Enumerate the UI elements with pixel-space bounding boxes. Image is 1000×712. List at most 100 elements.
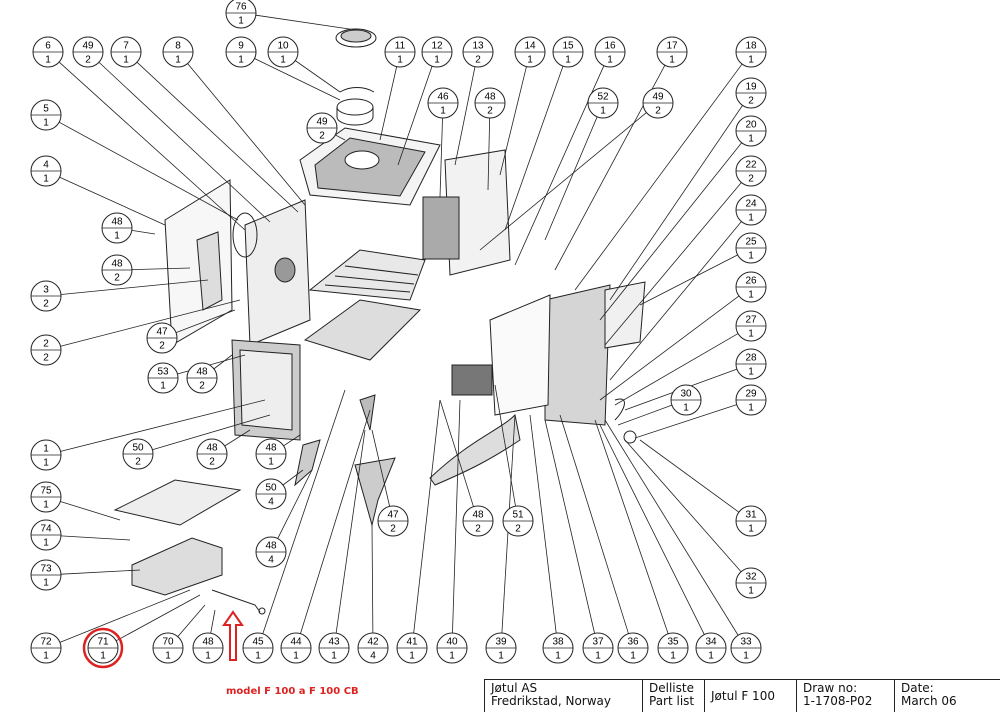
callout-72: 721 xyxy=(30,632,62,664)
door-part xyxy=(544,284,611,426)
leg-part xyxy=(354,457,396,527)
callout-18: 181 xyxy=(735,36,767,68)
leader-line-74 xyxy=(60,535,131,541)
callout-quantity: 1 xyxy=(440,106,446,117)
leader-line-30 xyxy=(617,404,673,426)
callout-19: 192 xyxy=(735,77,767,109)
callout-part-number: 29 xyxy=(745,389,757,400)
callout-part-number: 71 xyxy=(97,637,109,648)
callout-47a: 472 xyxy=(146,322,178,354)
callout-part-number: 9 xyxy=(238,41,244,52)
callout-highlight-ring xyxy=(82,627,124,669)
callout-quantity: 2 xyxy=(135,457,141,468)
leader-line-48b xyxy=(131,229,156,235)
callout-part-number: 24 xyxy=(745,199,757,210)
callout-part-number: 70 xyxy=(162,637,174,648)
callout-quantity: 1 xyxy=(123,55,129,66)
callout-part-number: 44 xyxy=(290,637,302,648)
callout-10: 101 xyxy=(267,36,299,68)
callout-part-number: 36 xyxy=(627,637,639,648)
grate-part xyxy=(113,479,242,526)
callout-quantity: 1 xyxy=(565,55,571,66)
callout-part-number: 48 xyxy=(196,367,208,378)
callout-14: 141 xyxy=(514,36,546,68)
callout-50b: 504 xyxy=(255,478,287,510)
callout-5: 51 xyxy=(30,99,62,131)
callout-quantity: 2 xyxy=(515,524,521,535)
callout-74: 741 xyxy=(30,519,62,551)
callout-9: 91 xyxy=(225,36,257,68)
leader-line-11 xyxy=(379,66,398,141)
callout-quantity: 2 xyxy=(487,106,493,117)
callout-51: 512 xyxy=(502,505,534,537)
callout-part-number: 4 xyxy=(43,160,49,171)
callout-part-number: 30 xyxy=(680,389,692,400)
callout-part-number: 11 xyxy=(395,41,406,52)
leader-line-20 xyxy=(599,142,742,321)
leader-line-1 xyxy=(60,399,266,452)
callout-quantity: 1 xyxy=(600,106,606,117)
callout-46: 461 xyxy=(427,87,459,119)
leader-line-51 xyxy=(494,384,516,507)
callout-quantity: 1 xyxy=(114,231,120,242)
callout-part-number: 28 xyxy=(745,353,757,364)
callout-quantity: 2 xyxy=(475,524,481,535)
callout-quantity: 2 xyxy=(43,299,49,310)
callout-quantity: 1 xyxy=(748,55,754,66)
callout-quantity: 1 xyxy=(409,651,415,662)
ash-lip-part xyxy=(429,413,521,486)
callout-47b: 472 xyxy=(377,505,409,537)
callout-quantity: 1 xyxy=(160,381,166,392)
callout-49c: 492 xyxy=(642,87,674,119)
leader-line-50b xyxy=(282,469,304,486)
leader-line-35 xyxy=(594,419,669,634)
leader-line-19 xyxy=(609,105,743,301)
title-block-date: Date: March 06 xyxy=(901,681,957,708)
callout-35: 351 xyxy=(657,632,689,664)
callout-quantity: 1 xyxy=(43,458,49,469)
callout-quantity: 1 xyxy=(43,651,49,662)
callout-71: 711 xyxy=(82,627,124,669)
callout-41: 411 xyxy=(396,632,428,664)
callout-quantity: 1 xyxy=(555,651,561,662)
callout-quantity: 1 xyxy=(293,651,299,662)
callout-part-number: 5 xyxy=(43,104,49,115)
callout-73: 731 xyxy=(30,559,62,591)
callout-44: 441 xyxy=(280,632,312,664)
callout-part-number: 50 xyxy=(132,443,144,454)
callout-50a: 502 xyxy=(122,438,154,470)
callout-27: 271 xyxy=(735,310,767,342)
leader-line-15 xyxy=(504,66,564,231)
callout-quantity: 1 xyxy=(45,55,51,66)
leader-line-3 xyxy=(60,279,209,295)
callout-70: 701 xyxy=(152,632,184,664)
callout-29: 291 xyxy=(735,384,767,416)
callout-25: 251 xyxy=(735,232,767,264)
title-block: Jøtul AS Fredrikstad, Norway Delliste Pa… xyxy=(484,679,1000,712)
callout-quantity: 1 xyxy=(43,500,49,511)
leader-line-5 xyxy=(58,121,239,221)
callout-20: 201 xyxy=(735,115,767,147)
callout-part-number: 46 xyxy=(437,92,449,103)
callout-quantity: 1 xyxy=(100,651,106,662)
callout-quantity: 2 xyxy=(43,353,49,364)
leader-line-48h xyxy=(439,399,474,507)
leader-line-24 xyxy=(609,221,742,381)
callout-quantity: 2 xyxy=(748,96,754,107)
callout-part-number: 26 xyxy=(745,276,757,287)
callout-part-number: 33 xyxy=(740,637,752,648)
callout-part-number: 18 xyxy=(745,41,757,52)
callout-48c: 482 xyxy=(101,254,133,286)
callout-part-number: 25 xyxy=(745,237,757,248)
callout-quantity: 1 xyxy=(527,55,533,66)
callout-part-number: 48 xyxy=(265,541,277,552)
callout-52: 521 xyxy=(587,87,619,119)
handle-part xyxy=(614,398,625,421)
leader-line-25 xyxy=(639,254,738,306)
callout-quantity: 1 xyxy=(630,651,636,662)
leader-line-37 xyxy=(544,419,595,634)
callout-48i: 482 xyxy=(474,87,506,119)
callout-part-number: 13 xyxy=(472,41,484,52)
callout-quantity: 1 xyxy=(238,55,244,66)
callout-quantity: 1 xyxy=(175,55,181,66)
